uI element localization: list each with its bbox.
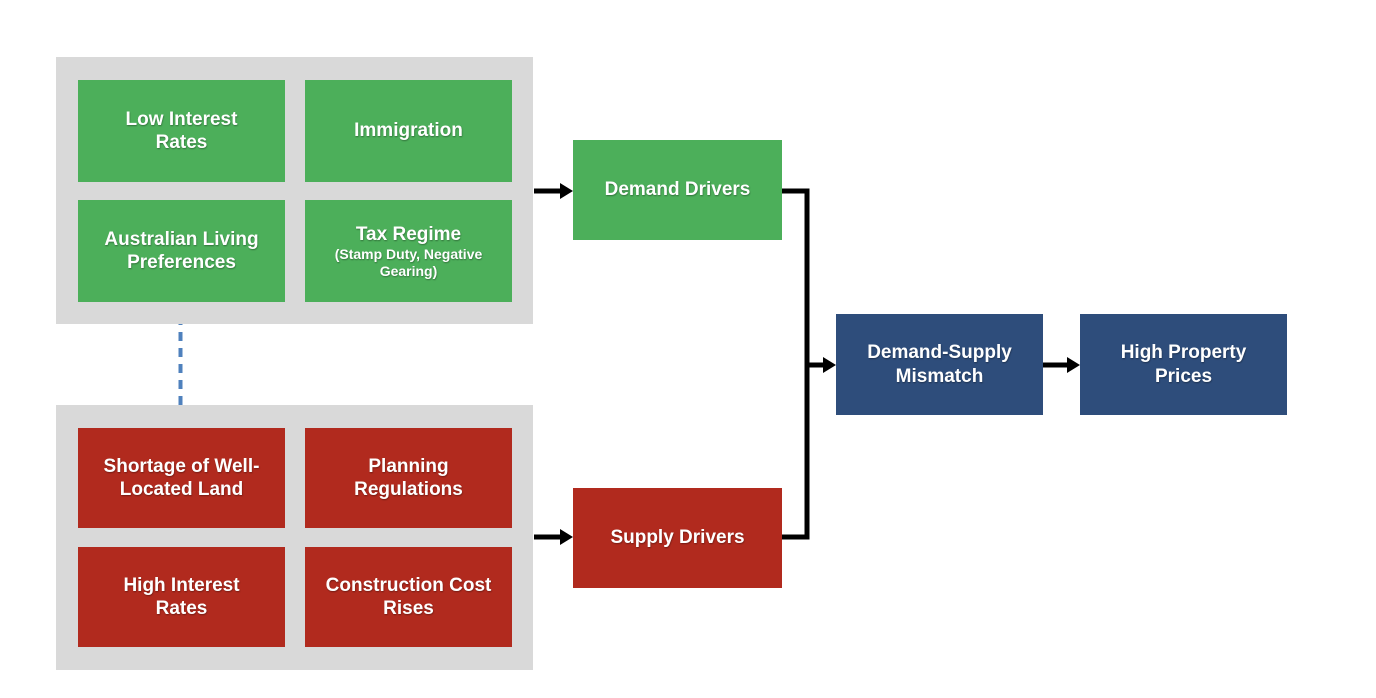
arrowhead-outcome: [1067, 357, 1080, 373]
arrowhead-mismatch: [823, 357, 836, 373]
factor-subtitle: (Stamp Duty, Negative Gearing): [334, 245, 483, 279]
factor-shortage-of-well-located-land: Shortage of Well- Located Land: [78, 428, 285, 528]
factor-label: Low Interest Rates: [125, 108, 238, 153]
node-label: Demand-Supply Mismatch: [867, 342, 1012, 387]
factor-label: High Interest Rates: [123, 574, 240, 619]
arrowhead-supply-drivers: [560, 529, 573, 545]
factor-label: Construction Cost Rises: [325, 574, 492, 619]
supply-factors-panel: Shortage of Well- Located Land Planning …: [56, 405, 533, 670]
factor-label: Immigration: [354, 120, 463, 142]
node-label: High Property Prices: [1120, 342, 1247, 387]
demand-factors-panel: Low Interest Rates Immigration Australia…: [56, 57, 533, 324]
factor-label: Shortage of Well- Located Land: [103, 455, 260, 500]
factor-low-interest-rates: Low Interest Rates: [78, 80, 285, 182]
demand-drivers-node: Demand Drivers: [573, 140, 782, 240]
outcome-node: High Property Prices: [1080, 314, 1287, 415]
factor-construction-cost-rises: Construction Cost Rises: [305, 547, 512, 647]
factor-label: Tax Regime(Stamp Duty, Negative Gearing): [335, 223, 483, 280]
factor-planning-regulations: Planning Regulations: [305, 428, 512, 528]
factor-australian-living-preferences: Australian Living Preferences: [78, 200, 285, 302]
supply-drivers-node: Supply Drivers: [573, 488, 782, 588]
factor-title: Tax Regime: [355, 223, 462, 245]
connector-drivers-elbow: [782, 188, 810, 540]
node-label: Supply Drivers: [610, 527, 745, 549]
arrowhead-demand-drivers: [560, 183, 573, 199]
node-label: Demand Drivers: [604, 179, 751, 201]
mismatch-node: Demand-Supply Mismatch: [836, 314, 1043, 415]
factor-high-interest-rates: High Interest Rates: [78, 547, 285, 647]
factor-label: Australian Living Preferences: [104, 228, 259, 273]
factor-tax-regime: Tax Regime(Stamp Duty, Negative Gearing): [305, 200, 512, 302]
factor-immigration: Immigration: [305, 80, 512, 182]
factor-label: Planning Regulations: [354, 455, 463, 500]
